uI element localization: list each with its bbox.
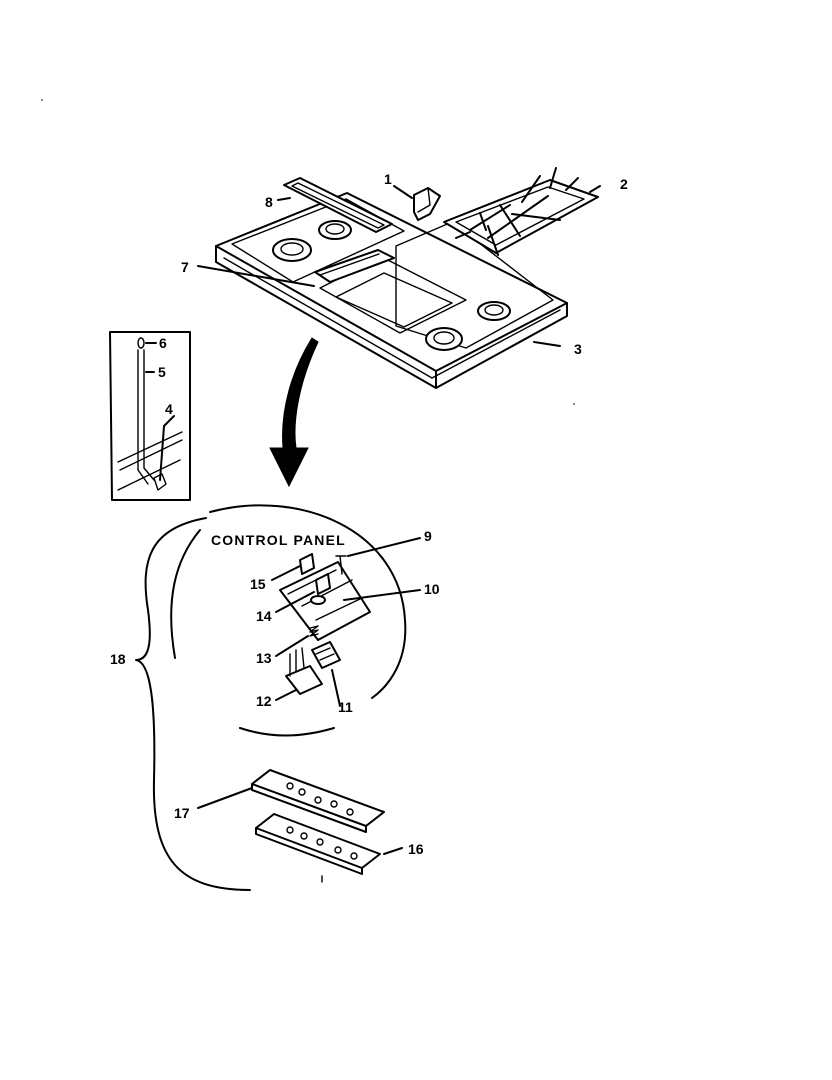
callout-1: 1 <box>384 171 392 187</box>
control-panel-title: CONTROL PANEL <box>211 532 346 548</box>
bracket-part-1 <box>413 187 441 221</box>
callout-3: 3 <box>574 341 582 357</box>
direction-arrow <box>269 337 319 488</box>
callout-15: 15 <box>250 576 266 592</box>
control-valve-assembly <box>279 553 371 695</box>
control-panel-circle <box>170 504 407 737</box>
callout-18: 18 <box>110 651 126 667</box>
callout-2: 2 <box>620 176 628 192</box>
plate-part-17 <box>251 769 385 833</box>
plate-part-16 <box>255 813 381 883</box>
callout-10: 10 <box>424 581 440 597</box>
callout-12: 12 <box>256 693 272 709</box>
callout-13: 13 <box>256 650 272 666</box>
callout-5: 5 <box>158 364 166 380</box>
center-strip-part-7 <box>314 249 395 283</box>
callout-14: 14 <box>256 608 272 624</box>
trim-part-8 <box>283 177 393 233</box>
callout-17: 17 <box>174 805 190 821</box>
callout-9: 9 <box>424 528 432 544</box>
callout-7: 7 <box>181 259 189 275</box>
cooktop-top <box>215 192 568 389</box>
brace-18 <box>135 517 251 891</box>
callout-6: 6 <box>159 335 167 351</box>
grate-part-2 <box>443 167 599 256</box>
callout-4: 4 <box>165 401 173 417</box>
leader-lines <box>145 185 601 855</box>
callout-16: 16 <box>408 841 424 857</box>
inset-box <box>109 331 191 501</box>
callout-11: 11 <box>338 699 353 715</box>
callout-8: 8 <box>265 194 273 210</box>
